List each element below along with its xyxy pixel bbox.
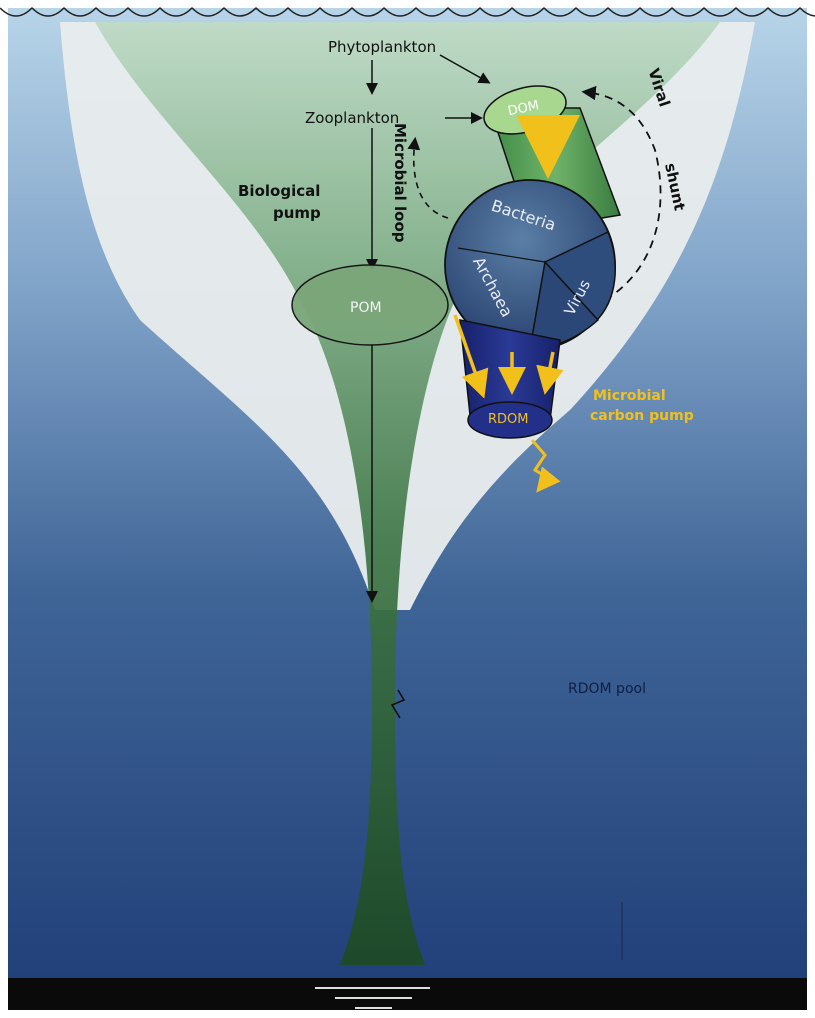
seafloor — [8, 978, 807, 1010]
zooplankton-label: Zooplankton — [305, 109, 399, 127]
microbial-loop-label: Microbial loop — [391, 123, 409, 243]
pom-label: POM — [350, 300, 382, 316]
microbial-carbon-pump-label-line1: Microbial — [593, 388, 666, 404]
rdom-pool-label: RDOM pool — [568, 681, 646, 697]
microbial-carbon-pump-label-line2: carbon pump — [590, 408, 694, 424]
rdom-label: RDOM — [488, 412, 529, 427]
phytoplankton-label: Phytoplankton — [328, 38, 436, 56]
biological-pump-label-line2: pump — [273, 204, 321, 222]
biological-pump-label-line1: Biological — [238, 182, 320, 200]
